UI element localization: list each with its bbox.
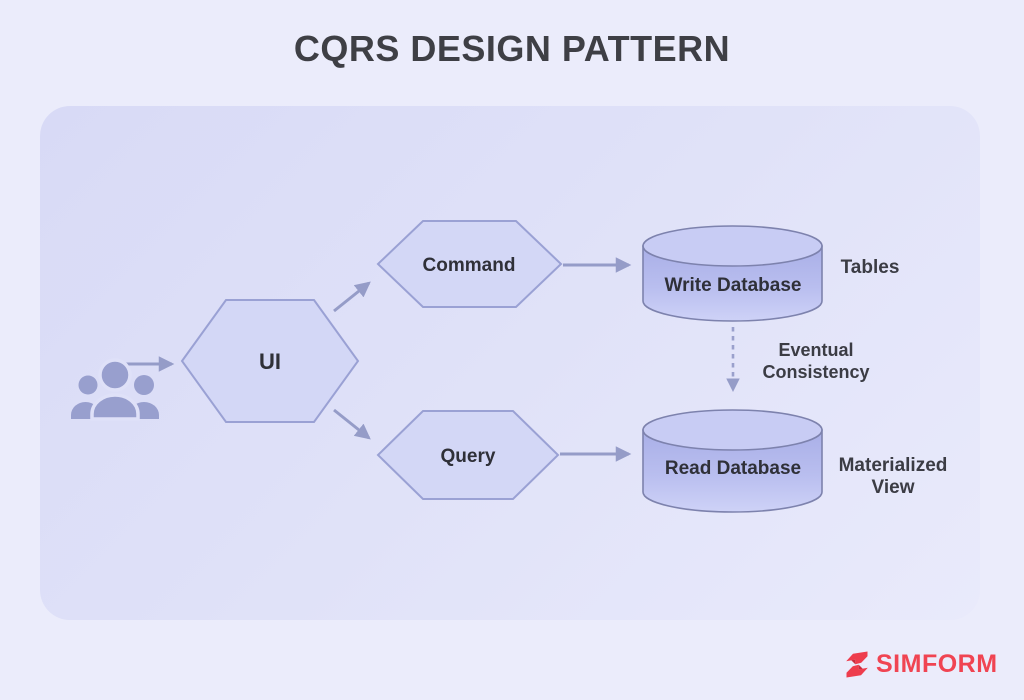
- annotation-materialized-line2: View: [872, 477, 915, 498]
- node-read-database: Read Database: [642, 409, 823, 513]
- node-ui-label: UI: [259, 349, 281, 374]
- simform-s-icon: [846, 651, 868, 678]
- edge-ui-to-query: [333, 408, 371, 440]
- node-read-database-label: Read Database: [665, 458, 801, 479]
- node-query: Query: [376, 410, 560, 500]
- annotation-eventual-line2: Consistency: [762, 362, 869, 382]
- node-write-database: Write Database: [642, 225, 823, 322]
- edge-ui-to-command: [333, 281, 371, 313]
- annotation-eventual-line1: Eventual: [778, 340, 853, 360]
- brand-logo: SIMFORM: [845, 650, 998, 679]
- node-query-label: Query: [441, 446, 496, 467]
- node-write-database-label: Write Database: [665, 275, 802, 296]
- node-command-label: Command: [423, 255, 516, 276]
- brand-logo-text: SIMFORM: [876, 650, 998, 678]
- node-ui: UI: [180, 299, 360, 423]
- node-command: Command: [376, 220, 563, 308]
- users-group-icon: [71, 358, 159, 421]
- page-title: CQRS DESIGN PATTERN: [293, 28, 731, 69]
- annotation-materialized-line1: Materialized: [839, 455, 948, 476]
- annotation-tables: Tables: [841, 257, 900, 278]
